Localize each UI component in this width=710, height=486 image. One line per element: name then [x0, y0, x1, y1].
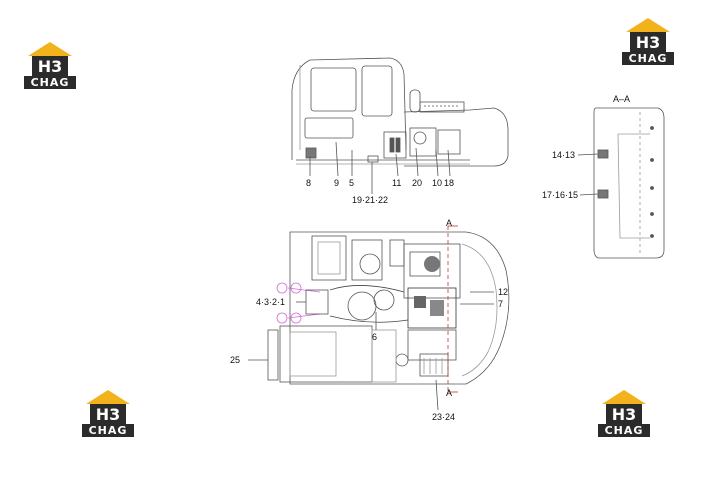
- callout-10: 10: [432, 178, 443, 188]
- section-bolt: [650, 186, 654, 190]
- body-housing: [403, 107, 509, 167]
- brand-word: CHAG: [598, 424, 650, 437]
- brand-word: CHAG: [622, 52, 674, 65]
- brand-word: CHAG: [82, 424, 134, 437]
- console-plan: [351, 239, 383, 281]
- cab-side-window: [361, 65, 393, 117]
- highlighted-connectors: [276, 282, 321, 324]
- cab-outline: [291, 57, 407, 160]
- steering-plan: [359, 253, 381, 275]
- connector-3: [276, 312, 288, 324]
- tool-box-plan: [371, 329, 397, 383]
- section-bolt: [650, 234, 654, 238]
- engine-pulley: [424, 256, 440, 272]
- battery-cell: [389, 137, 395, 153]
- callout-20: 20: [412, 178, 423, 188]
- callout-19-21-22: 19·21·22: [352, 195, 389, 205]
- section-marker-bottom: A: [446, 388, 453, 398]
- fuse-box-plan: [389, 239, 405, 267]
- front-bumper-plan: [267, 329, 279, 381]
- mount-lower: [597, 189, 609, 199]
- battery-box: [383, 131, 407, 159]
- hydraulic-pump-plan: [407, 329, 457, 361]
- bottom-connector: [367, 155, 379, 163]
- leader-17-16-15: [579, 193, 599, 196]
- front-connector: [305, 147, 317, 159]
- callout-11: 11: [392, 178, 402, 188]
- section-marker-top: A: [446, 218, 453, 228]
- brand-logo-icon: H3: [626, 18, 670, 52]
- connector-wires: [287, 287, 321, 319]
- callout-8: 8: [306, 178, 312, 188]
- plan-view: [248, 225, 510, 411]
- brand-logo-bottom-right: H3 CHAG: [596, 388, 652, 438]
- front-junction-box: [305, 289, 329, 315]
- callout-5: 5: [349, 178, 355, 188]
- exhaust-stack: [409, 89, 421, 113]
- callout-4-3-2-1: 4·3·2·1: [256, 297, 286, 307]
- wiring-harness: [329, 285, 409, 323]
- control-valve-plan: [373, 289, 395, 311]
- leader-9: [335, 141, 339, 177]
- brand-logo-icon: H3: [28, 42, 72, 76]
- mount-upper: [597, 149, 609, 159]
- section-bolt: [650, 212, 654, 216]
- section-outline: [593, 107, 665, 259]
- engine-plan: [403, 243, 461, 299]
- pump-gauge: [395, 353, 409, 367]
- callout-17-16-15: 17·16·15: [542, 190, 579, 200]
- side-view: [291, 57, 509, 194]
- callout-25: 25: [230, 355, 241, 365]
- leader-18: [447, 149, 451, 177]
- cab-front-window: [310, 67, 357, 112]
- connector-1: [276, 282, 288, 294]
- callout-6: 6: [372, 332, 378, 342]
- brand-word: CHAG: [24, 76, 76, 89]
- cab-shell-plan: [279, 325, 373, 383]
- section-a-a-view: [577, 107, 665, 259]
- brand-logo-icon: H3: [602, 390, 646, 424]
- harness-relay: [414, 296, 426, 308]
- callout-12: 12: [498, 287, 509, 297]
- connector-4: [290, 312, 302, 324]
- side-panel: [437, 129, 461, 155]
- brand-logo-top-left: H3 CHAG: [22, 40, 78, 90]
- cab-plan: [311, 235, 347, 281]
- callout-9: 9: [334, 178, 340, 188]
- leader-14-13: [577, 153, 599, 156]
- battery-cell: [395, 137, 401, 153]
- brand-mark: H3: [612, 405, 637, 424]
- plan-outline: [289, 231, 510, 385]
- leader-20: [415, 147, 419, 177]
- brand-mark: H3: [636, 33, 661, 52]
- harness-relay: [430, 300, 444, 316]
- callout-18: 18: [444, 178, 455, 188]
- callout-7: 7: [498, 299, 504, 309]
- brand-mark: H3: [96, 405, 121, 424]
- plan-counterweight: [461, 243, 498, 377]
- callout-23-24: 23·24: [432, 412, 456, 422]
- connector-2: [290, 282, 302, 294]
- section-title: A–A: [613, 94, 631, 104]
- leader-11: [395, 153, 399, 177]
- swing-motor-plan: [347, 291, 377, 321]
- section-bolt: [650, 158, 654, 162]
- cab-lower-panel: [304, 117, 354, 139]
- leader-10: [435, 149, 439, 177]
- section-bolt: [650, 126, 654, 130]
- controller-box: [409, 127, 437, 157]
- brand-logo-bottom-left: H3 CHAG: [80, 388, 136, 438]
- controller-knob: [413, 131, 427, 145]
- brand-logo-icon: H3: [86, 390, 130, 424]
- door-plan: [289, 331, 337, 377]
- brand-mark: H3: [38, 57, 63, 76]
- main-harness-block: [407, 287, 457, 329]
- brand-logo-top-right: H3 CHAG: [620, 16, 676, 66]
- callout-14-13: 14·13: [552, 150, 576, 160]
- section-inner-wall: [617, 133, 650, 239]
- leader-23-24: [435, 379, 439, 411]
- seat-plan: [317, 241, 341, 275]
- radiator-plan: [419, 353, 449, 377]
